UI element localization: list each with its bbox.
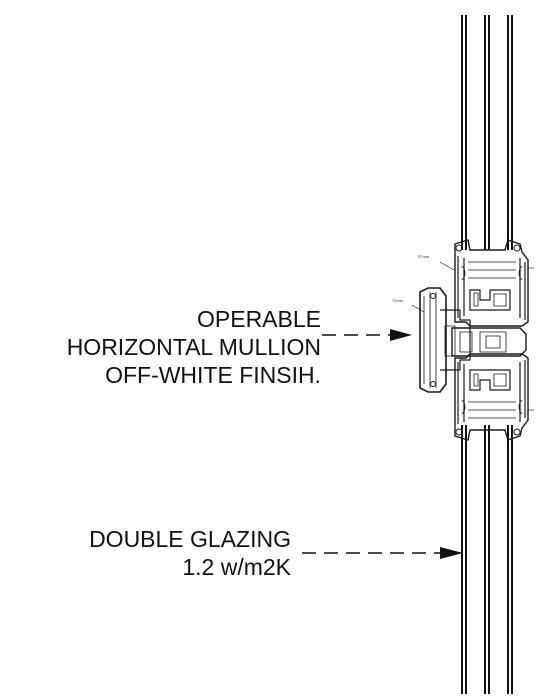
double-glazing-label: DOUBLE GLAZING 1.2 w/m2K [89,525,291,581]
profile-tag-middle: 72mm [392,298,404,303]
leader-glazing [302,547,463,559]
label-line: OFF-WHITE FINSIH. [105,362,321,388]
operable-mullion-label: OPERABLE HORIZONTAL MULLION OFF-WHITE FI… [67,305,321,389]
label-line: DOUBLE GLAZING [89,526,291,552]
leader-operable [322,329,412,341]
label-line: 1.2 w/m2K [182,554,291,580]
arrowhead-icon [390,329,412,341]
arrowhead-icon [440,547,463,559]
label-line: HORIZONTAL MULLION [66,334,321,360]
glazing-unit-upper [461,15,513,250]
glazing-unit-lower [461,425,513,694]
profile-tag-upper: 57mm [418,254,430,259]
mullion-profile [411,239,534,441]
label-line: OPERABLE [197,306,321,332]
